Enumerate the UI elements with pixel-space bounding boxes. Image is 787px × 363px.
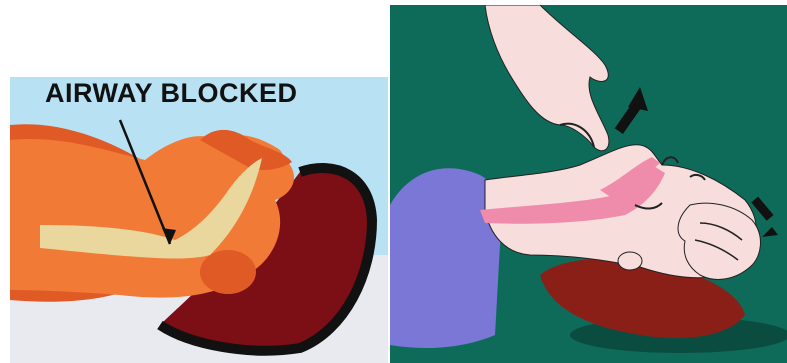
head-tilt-drawing: [390, 5, 787, 363]
airway-blocked-caption: AIRWAY BLOCKED: [45, 78, 298, 109]
airway-blocked-illustration: AIRWAY BLOCKED: [0, 0, 390, 363]
patient-ear: [618, 252, 642, 270]
head-tilt-chin-lift-illustration: [390, 5, 787, 363]
airway-blocked-drawing: [0, 0, 390, 363]
ear: [200, 250, 256, 294]
